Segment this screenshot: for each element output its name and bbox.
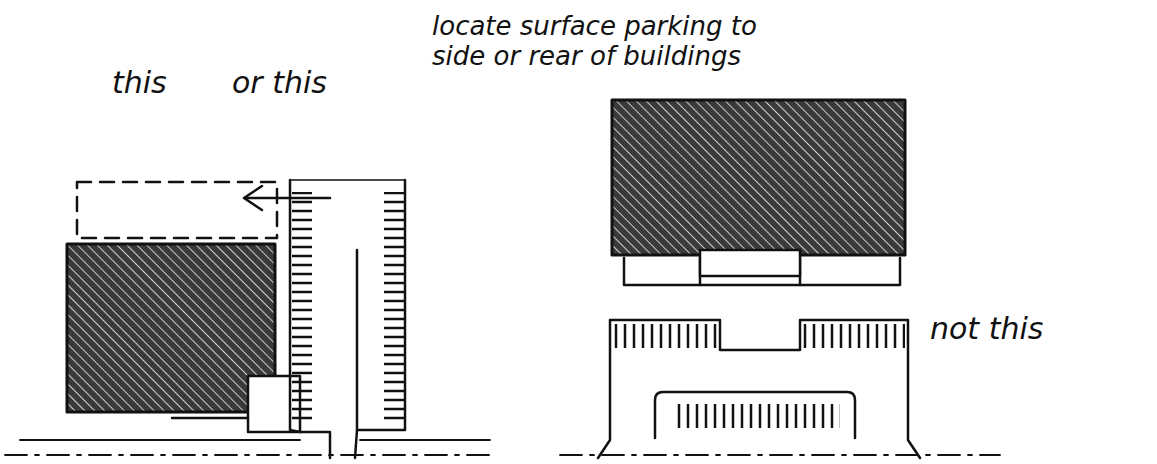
parking-aisle <box>356 250 359 430</box>
arrow-head <box>244 186 262 210</box>
building <box>612 100 905 255</box>
walk <box>172 417 248 420</box>
street-centerline <box>560 454 1000 456</box>
alternate-building <box>77 182 277 238</box>
parking-bays <box>672 404 840 428</box>
option-label: or this <box>232 66 372 101</box>
parking-bays <box>803 324 905 348</box>
walk <box>624 258 900 285</box>
option-label: this <box>112 66 202 101</box>
street-centerline <box>5 454 490 456</box>
parking-bays <box>292 192 312 422</box>
reject-label: not this <box>930 312 1130 347</box>
parking-island <box>655 392 855 438</box>
entry <box>700 250 800 276</box>
building <box>67 244 275 412</box>
guideline-note: locate surface parking to side or rear o… <box>432 12 812 72</box>
shift-arrow <box>245 197 330 200</box>
parking-edge <box>290 179 405 181</box>
parking-edge <box>290 180 330 458</box>
parking-edge <box>355 180 405 458</box>
parking-bays <box>614 324 718 348</box>
parking-bays <box>384 192 404 422</box>
curb <box>360 439 490 441</box>
curb <box>20 439 300 441</box>
parking-lot <box>598 320 920 458</box>
